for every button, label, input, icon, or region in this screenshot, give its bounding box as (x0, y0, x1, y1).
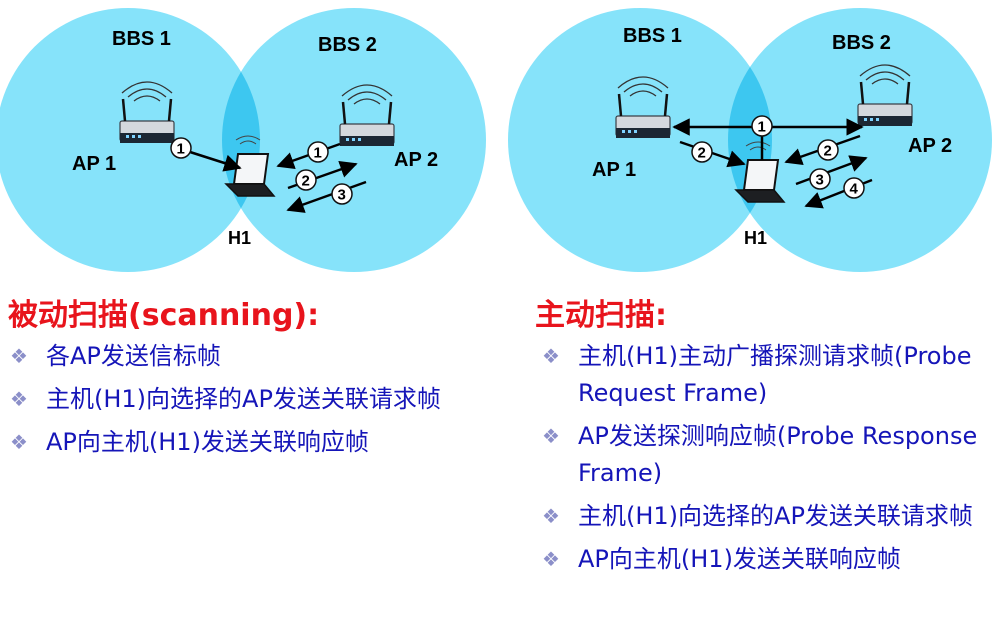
bullet-text: 主机(H1)向选择的AP发送关联请求帧 (46, 385, 441, 413)
bullet-diamond-icon: ❖ (542, 547, 560, 571)
step-badge: 2 (691, 141, 713, 163)
diagram-canvas: BBS 1 BBS 2 AP 1 AP 2 H1 1 1 2 3 BBS 1 B… (0, 8, 992, 272)
step-badge: 4 (843, 177, 865, 199)
list-item: ❖ 主机(H1)主动广播探测请求帧(Probe Request Frame) (540, 338, 980, 412)
active-scanning-heading: 主动扫描: (535, 298, 667, 333)
svg-text:4: 4 (850, 181, 859, 198)
active-scanning-bullets: ❖ 主机(H1)主动广播探测请求帧(Probe Request Frame) ❖ A… (540, 338, 980, 584)
svg-text:1: 1 (177, 141, 185, 158)
svg-text:1: 1 (314, 145, 322, 162)
bbs1-label: BBS 1 (623, 25, 682, 47)
arrow-ap1-to-h1 (189, 150, 242, 172)
bss1-coverage-area (508, 8, 772, 272)
bbs1-label: BBS 1 (112, 28, 171, 50)
bullet-diamond-icon: ❖ (542, 344, 560, 368)
list-item: ❖ AP发送探测响应帧(Probe Response Frame) (540, 418, 980, 492)
active-scanning-diagram: BBS 1 BBS 2 AP 1 AP 2 H1 1 2 2 3 4 (508, 8, 992, 272)
ap1-label: AP 1 (72, 153, 116, 175)
bullet-diamond-icon: ❖ (542, 424, 560, 448)
svg-text:3: 3 (338, 187, 346, 204)
bullet-diamond-icon: ❖ (542, 504, 560, 528)
host-label: H1 (228, 228, 251, 248)
step-badge: 1 (307, 141, 329, 163)
svg-text:2: 2 (824, 143, 832, 160)
bullet-text: AP向主机(H1)发送关联响应帧 (578, 545, 901, 573)
bullet-diamond-icon: ❖ (10, 430, 28, 454)
passive-scanning-heading: 被动扫描(scanning): (8, 298, 320, 333)
step-badge: 3 (331, 183, 353, 205)
svg-text:3: 3 (816, 172, 824, 189)
bullet-diamond-icon: ❖ (10, 344, 28, 368)
list-item: ❖ 各AP发送信标帧 (8, 338, 448, 375)
bullet-text: AP向主机(H1)发送关联响应帧 (46, 428, 369, 456)
host-label: H1 (744, 228, 767, 248)
passive-scanning-bullets: ❖ 各AP发送信标帧 ❖ 主机(H1)向选择的AP发送关联请求帧 ❖ AP向主机(H1… (8, 338, 448, 467)
svg-text:1: 1 (758, 119, 766, 136)
bullet-text: 主机(H1)主动广播探测请求帧(Probe Request Frame) (578, 342, 972, 407)
list-item: ❖ AP向主机(H1)发送关联响应帧 (8, 424, 448, 461)
bss2-coverage-area (728, 8, 992, 272)
ap2-label: AP 2 (394, 149, 438, 171)
list-item: ❖ 主机(H1)向选择的AP发送关联请求帧 (8, 381, 448, 418)
step-badge: 2 (817, 139, 839, 161)
bullet-text: 各AP发送信标帧 (46, 342, 221, 370)
list-item: ❖ AP向主机(H1)发送关联响应帧 (540, 541, 980, 578)
step-badge: 3 (809, 168, 831, 190)
ap2-label: AP 2 (908, 135, 952, 157)
bullet-text: 主机(H1)向选择的AP发送关联请求帧 (578, 502, 973, 530)
ap1-label: AP 1 (592, 159, 636, 181)
bullet-text: AP发送探测响应帧(Probe Response Frame) (578, 422, 978, 487)
step-badge: 1 (751, 115, 773, 137)
arrow-h1-to-ap2 (795, 155, 868, 186)
list-item: ❖ 主机(H1)向选择的AP发送关联请求帧 (540, 498, 980, 535)
bbs2-label: BBS 2 (832, 32, 891, 54)
step-badge: 2 (295, 169, 317, 191)
bbs2-label: BBS 2 (318, 34, 377, 56)
arrow-ap2-to-h1-response (286, 180, 367, 213)
svg-text:2: 2 (302, 173, 310, 190)
step-badge: 1 (170, 137, 192, 159)
svg-text:2: 2 (698, 145, 706, 162)
bullet-diamond-icon: ❖ (10, 387, 28, 411)
passive-scanning-diagram: BBS 1 BBS 2 AP 1 AP 2 H1 1 1 2 3 (0, 8, 486, 272)
